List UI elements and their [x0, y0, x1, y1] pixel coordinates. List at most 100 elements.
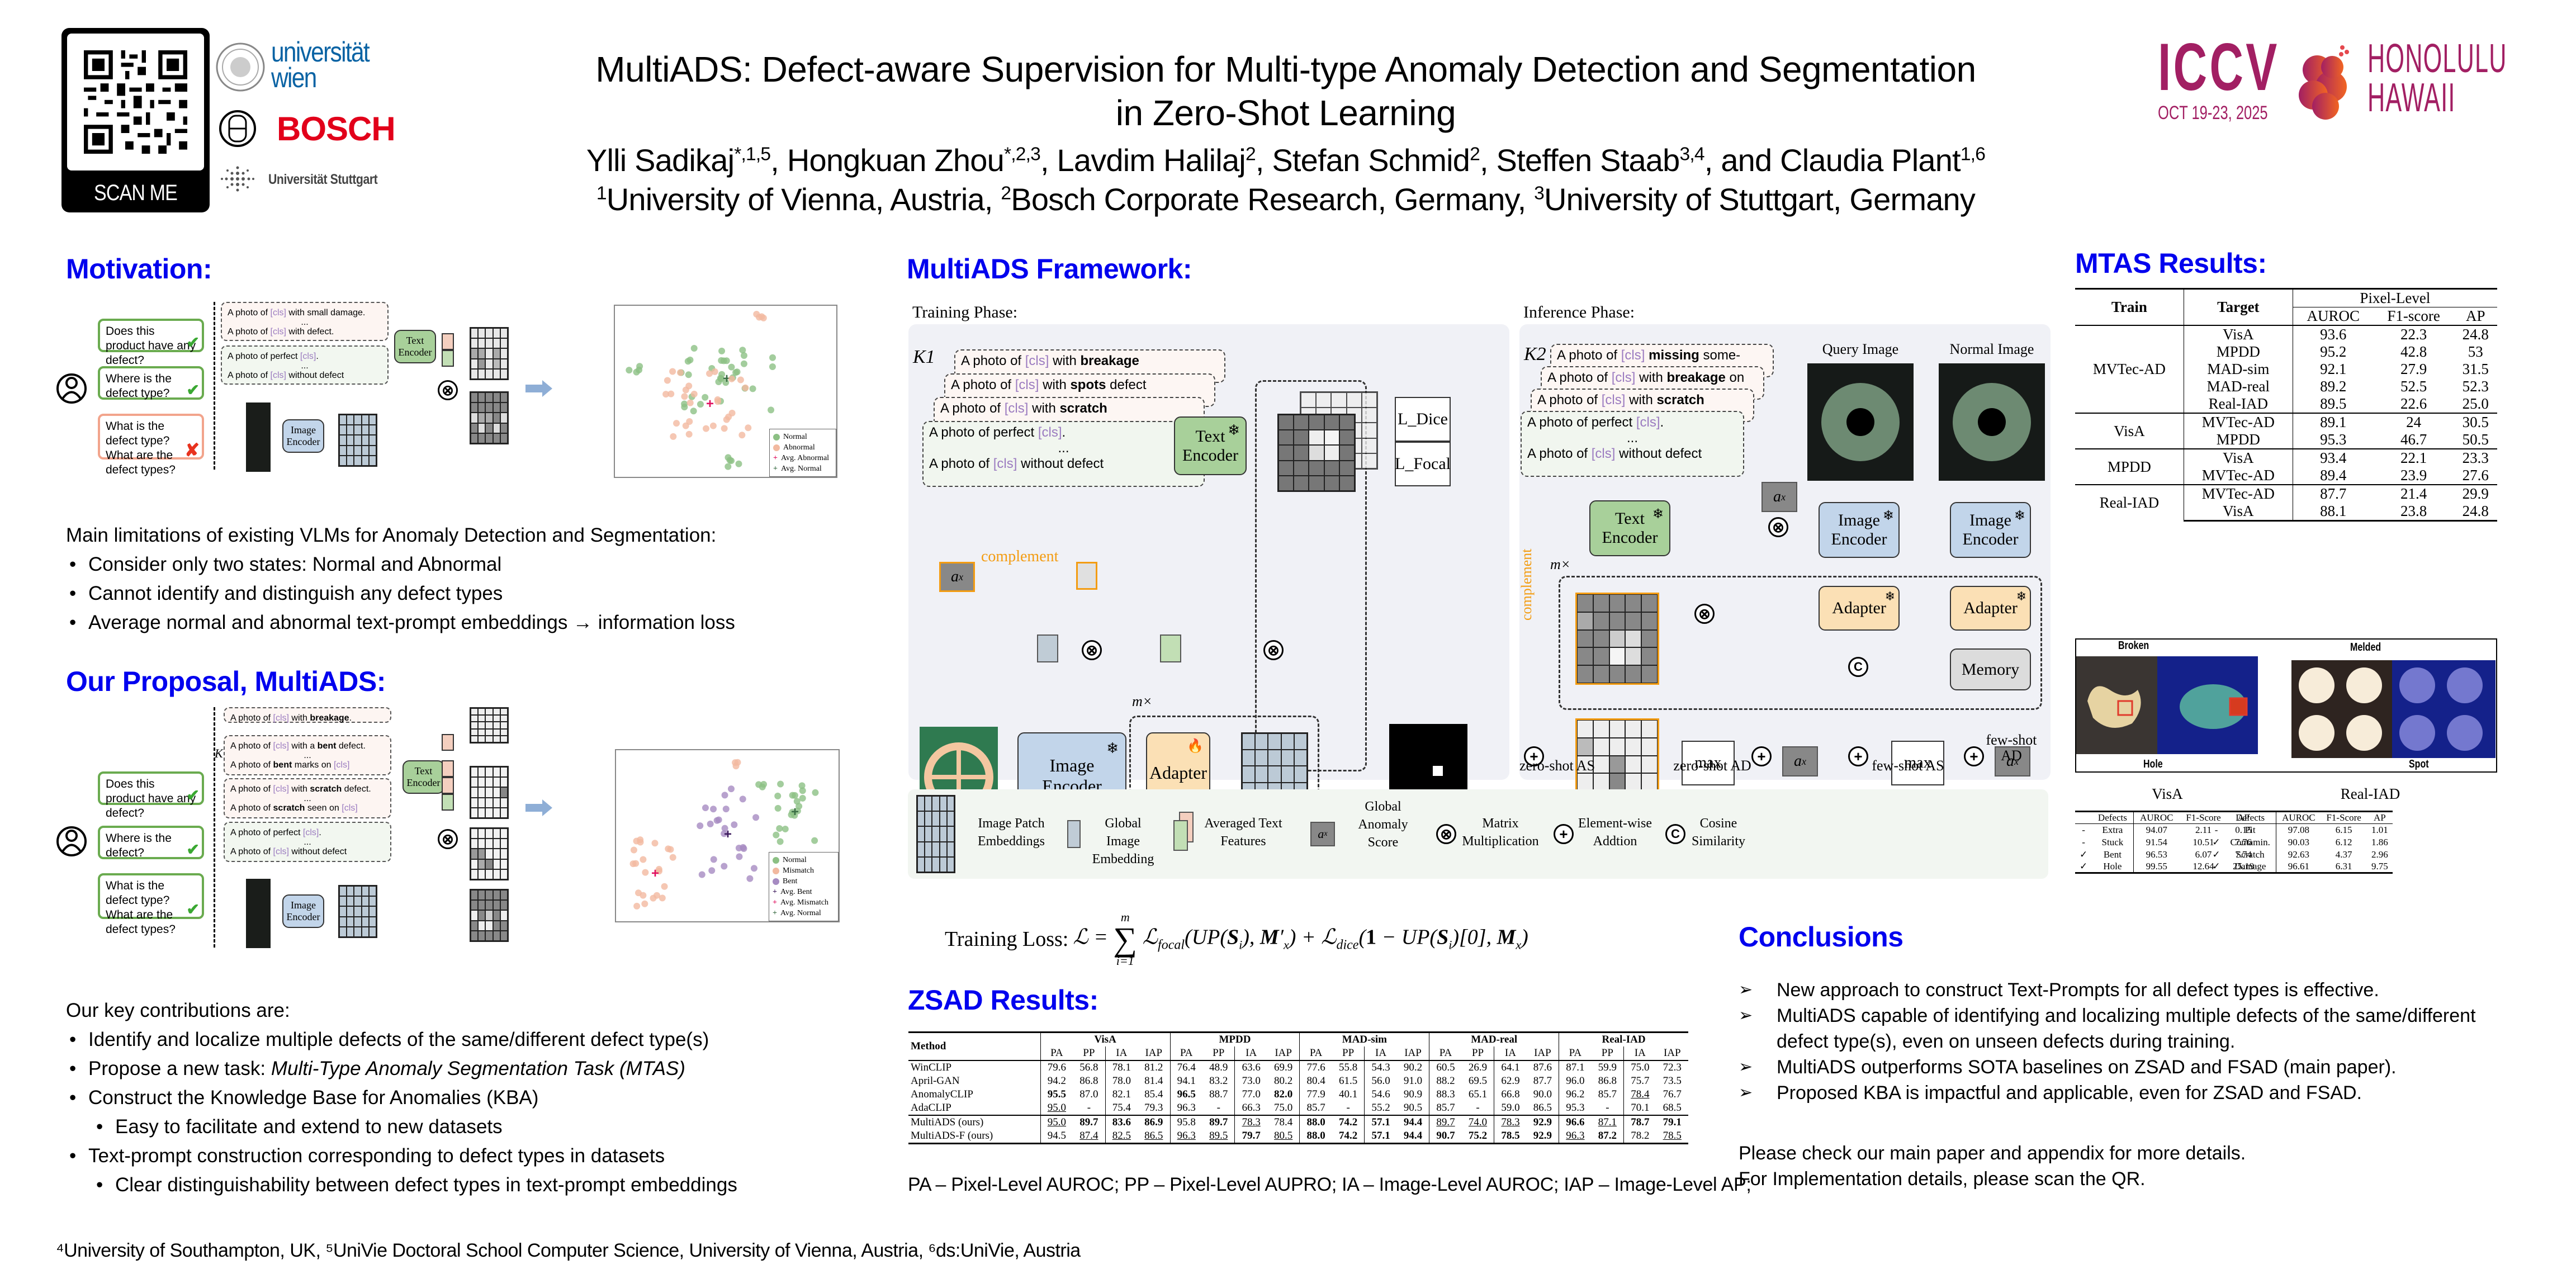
prompt-line: A photo of [cls] with a bent defect. — [230, 741, 366, 751]
metric-header: IAP — [1526, 1046, 1559, 1061]
metric-value: 81.4 — [1144, 1075, 1163, 1087]
normal-image — [1939, 363, 2045, 481]
title-line-2: in Zero-Shot Learning — [1115, 93, 1456, 133]
metric-value: 65.1 — [1468, 1088, 1488, 1100]
defect-table-header: Defects — [2092, 811, 2134, 824]
mtas-title: MTAS Results: — [2075, 248, 2267, 279]
averaged-text-features — [1160, 634, 1181, 662]
target-header: Target — [2184, 288, 2293, 326]
iccv-city-name: HONOLULU — [2367, 36, 2507, 81]
plus-marker-icon: + — [773, 453, 778, 462]
scatter-point — [721, 792, 728, 799]
score-maps-region — [1255, 380, 1367, 771]
metric-value: 75.7 — [1623, 1074, 1656, 1088]
cls-token: [cls] — [993, 456, 1017, 471]
cashew-product-icon — [2087, 686, 2141, 728]
prompt-line: A photo of perfect [cls]. — [929, 425, 1066, 440]
metric-value: 87.6 — [1533, 1062, 1552, 1073]
inference-phase-label: Inference Phase: — [1523, 303, 1635, 321]
train-dataset: VisA — [2075, 413, 2184, 449]
motivation-embedding-scatter: ++ Normal Abnormal +Avg. Abnormal +Avg. … — [614, 305, 837, 478]
scatter-point — [713, 817, 721, 824]
metric-value: 22.1 — [2373, 448, 2454, 467]
average-marker: + — [651, 866, 659, 881]
legend-label: Avg. Normal — [780, 464, 822, 473]
target-dataset: MVTec-AD — [2184, 484, 2293, 503]
seen-mark: ✓ — [2075, 860, 2092, 874]
scatter-point — [782, 825, 789, 832]
metric-value: 81.2 — [1144, 1062, 1163, 1073]
score-map — [470, 827, 509, 880]
note-qr: For Implementation details, please scan … — [1739, 1168, 2146, 1190]
defect-keyword: spots — [1070, 377, 1106, 392]
scatter-point — [718, 347, 726, 354]
prompt-line: A photo of [cls] without defect — [929, 456, 1104, 471]
contribution-item: Identify and localize multiple defects o… — [66, 1025, 893, 1054]
metric-value: 75.4 — [1105, 1101, 1138, 1115]
cls-token: [cls] — [342, 803, 358, 813]
target-dataset: MVTec-AD — [2184, 467, 2293, 485]
defect-embedding — [442, 760, 454, 777]
scatter-point — [740, 352, 747, 359]
target-dataset: VisA — [2184, 503, 2293, 522]
defect-table-header: F1-Score — [2321, 811, 2367, 824]
scatter-point — [703, 425, 710, 432]
metric-value: 60.5 — [1429, 1060, 1462, 1074]
scatter-point — [773, 831, 780, 839]
scatter-point — [637, 836, 644, 844]
limitation-item: Average normal and abnormal text-prompt … — [66, 608, 877, 637]
metric-value: 73.0 — [1234, 1074, 1267, 1088]
defect-name: Scratch — [2224, 848, 2277, 861]
metric-value: - — [1087, 1102, 1091, 1114]
legend-label: Avg. Bent — [780, 887, 812, 896]
scatter-point — [702, 394, 709, 401]
matrix-multiplication-icon: ⊗ — [1768, 517, 1788, 537]
poster-title: MultiADS: Defect-aware Supervision for M… — [447, 48, 2124, 135]
qr-code-badge[interactable]: SCAN ME — [61, 28, 210, 212]
scatter-point — [669, 368, 676, 375]
metric-value: 57.1 — [1364, 1129, 1397, 1144]
legend-dot — [773, 856, 779, 864]
proposal-embedding-scatter: +++ Normal Mismatch Bent +Avg. Bent +Avg… — [615, 749, 840, 922]
question-text: Where is the defect? — [106, 832, 172, 859]
scatter-point — [749, 385, 756, 392]
metric-value: 62.9 — [1494, 1074, 1527, 1088]
element-wise-addition-icon: + — [1554, 824, 1574, 844]
metric-value: 82.1 — [1105, 1088, 1138, 1101]
affiliation: 1University of Vienna, Austria — [596, 182, 985, 217]
metric-header: PA — [1040, 1046, 1073, 1061]
cls-token: [cls] — [270, 371, 286, 380]
matrix-multiplication-icon: ⊗ — [438, 380, 458, 400]
legend-label: Image Patch Embeddings — [978, 816, 1045, 849]
prompt-ellipsis: ... — [304, 794, 311, 803]
metric-value: 86.5 — [1533, 1102, 1552, 1114]
metric-value: 6.12 — [2335, 836, 2352, 847]
scatter-point — [799, 787, 806, 794]
scatter-point — [774, 804, 782, 812]
metric-header: IAP — [1267, 1046, 1300, 1061]
matrix-multiplication-icon: ⊗ — [438, 829, 458, 849]
metric-value: 66.8 — [1494, 1088, 1527, 1101]
prompt-ellipsis: ... — [301, 361, 309, 371]
scatter-point — [812, 789, 819, 796]
metric-value: 92.1 — [2320, 361, 2347, 377]
scatter-point — [653, 892, 660, 899]
legend-label: Avg. Normal — [780, 908, 821, 917]
train-dataset: Real-IAD — [2075, 484, 2184, 521]
metric-value: 27.9 — [2400, 361, 2427, 377]
metric-header: IA — [1234, 1046, 1267, 1061]
metric-value: 85.7 — [1429, 1101, 1462, 1115]
matrix-multiplication-icon: ⊗ — [1436, 824, 1456, 844]
patch-embedding-grid — [338, 414, 377, 467]
cls-token: [cls] — [1038, 425, 1062, 440]
scatter-point — [640, 892, 647, 899]
